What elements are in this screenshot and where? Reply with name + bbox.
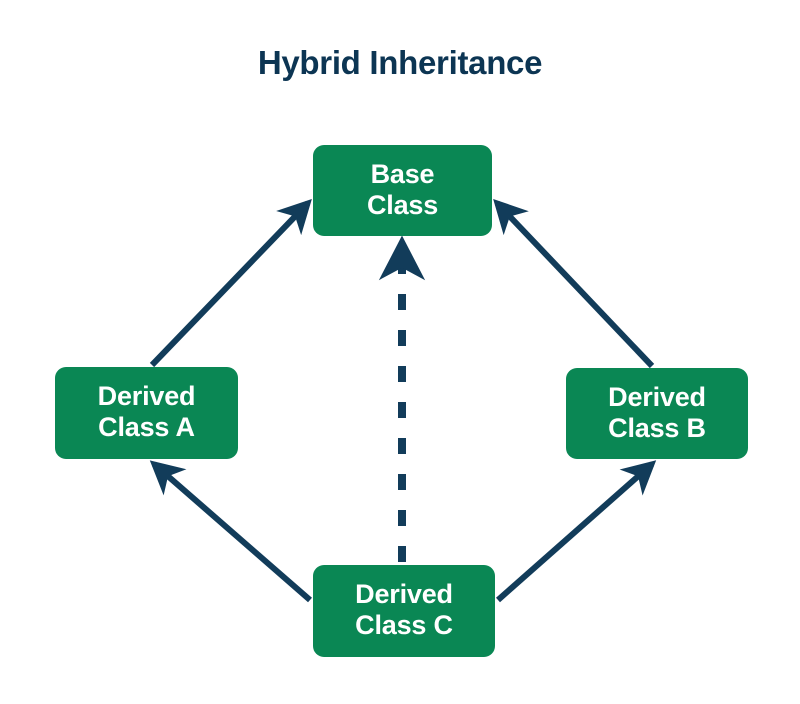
node-derived-class-c[interactable]: Derived Class C [313, 565, 495, 657]
node-base-class-label: Base Class [366, 158, 439, 220]
node-derived-class-c-label: Derived Class C [355, 579, 453, 640]
node-derived-class-a[interactable]: Derived Class A [55, 367, 238, 459]
page-title: Hybrid Inheritance [257, 44, 543, 81]
edge-derived-a-to-base [149, 198, 312, 368]
node-derived-class-b[interactable]: Derived Class B [566, 368, 748, 459]
node-derived-class-b-label: Derived Class B [608, 381, 706, 443]
edge-derived-c-to-derived-b [496, 460, 657, 603]
node-derived-class-a-label: Derived Class A [97, 381, 196, 442]
edge-derived-c-to-derived-a [149, 460, 312, 603]
edge-derived-b-to-base [493, 198, 655, 369]
node-base-class[interactable]: Base Class [313, 145, 492, 236]
